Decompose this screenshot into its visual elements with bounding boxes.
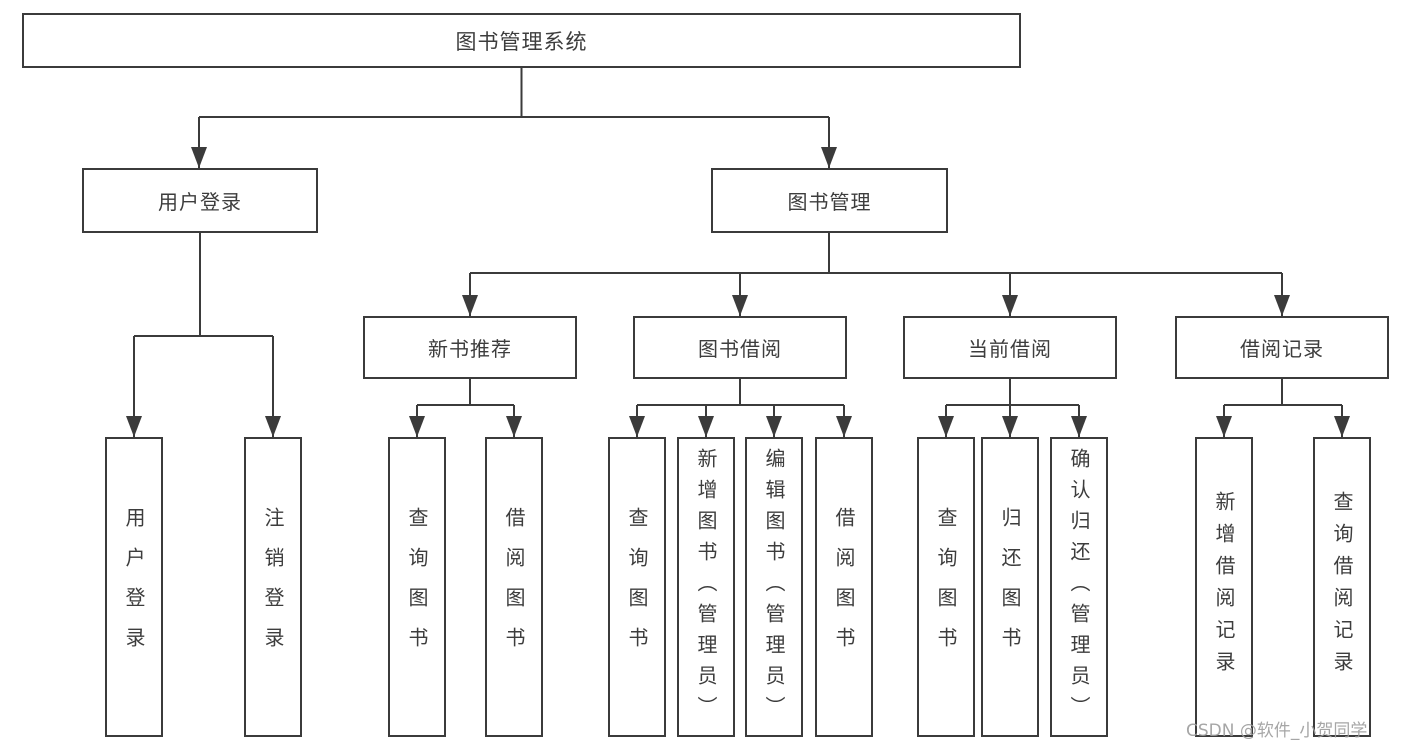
leaf-label: 借阅图书 <box>502 507 526 667</box>
leaf-label: 编辑图书（管理员） <box>762 447 786 727</box>
leaf-label: 查询图书 <box>625 507 649 667</box>
leaf-label: 借阅图书 <box>832 507 856 667</box>
node-leaf-query-book-1: 查询图书 <box>388 437 446 737</box>
watermark: CSDN @软件_小贺同学 <box>1186 721 1368 741</box>
leaf-label: 归还图书 <box>998 507 1022 667</box>
node-leaf-borrow-book-2: 借阅图书 <box>815 437 873 737</box>
connector-path <box>133 68 1343 437</box>
leaf-label: 查询图书 <box>405 507 429 667</box>
leaf-label: 新增借阅记录 <box>1212 491 1236 683</box>
node-leaf-user-login: 用户登录 <box>105 437 163 737</box>
arrowheads <box>126 147 1350 437</box>
leaf-label: 新增图书（管理员） <box>694 447 718 727</box>
node-leaf-query-borrow-record: 查询借阅记录 <box>1313 437 1371 737</box>
leaf-label: 确认归还（管理员） <box>1067 447 1091 727</box>
node-book-management: 图书管理 <box>711 168 948 233</box>
node-leaf-logout: 注销登录 <box>244 437 302 737</box>
node-leaf-confirm-return-admin: 确认归还（管理员） <box>1050 437 1108 737</box>
leaf-label: 注销登录 <box>261 507 285 667</box>
node-leaf-query-book-3: 查询图书 <box>917 437 975 737</box>
leaf-label: 查询图书 <box>934 507 958 667</box>
node-leaf-borrow-book-1: 借阅图书 <box>485 437 543 737</box>
node-book-borrow: 图书借阅 <box>633 316 847 379</box>
node-leaf-add-borrow-record: 新增借阅记录 <box>1195 437 1253 737</box>
node-leaf-edit-book-admin: 编辑图书（管理员） <box>745 437 803 737</box>
node-user-login: 用户登录 <box>82 168 318 233</box>
node-leaf-return-book: 归还图书 <box>981 437 1039 737</box>
node-new-book-recommend: 新书推荐 <box>363 316 577 379</box>
node-root: 图书管理系统 <box>22 13 1021 68</box>
node-leaf-add-book-admin: 新增图书（管理员） <box>677 437 735 737</box>
node-borrow-record: 借阅记录 <box>1175 316 1389 379</box>
node-current-borrow: 当前借阅 <box>903 316 1117 379</box>
leaf-label: 查询借阅记录 <box>1330 491 1354 683</box>
leaf-label: 用户登录 <box>122 507 146 667</box>
node-leaf-query-book-2: 查询图书 <box>608 437 666 737</box>
